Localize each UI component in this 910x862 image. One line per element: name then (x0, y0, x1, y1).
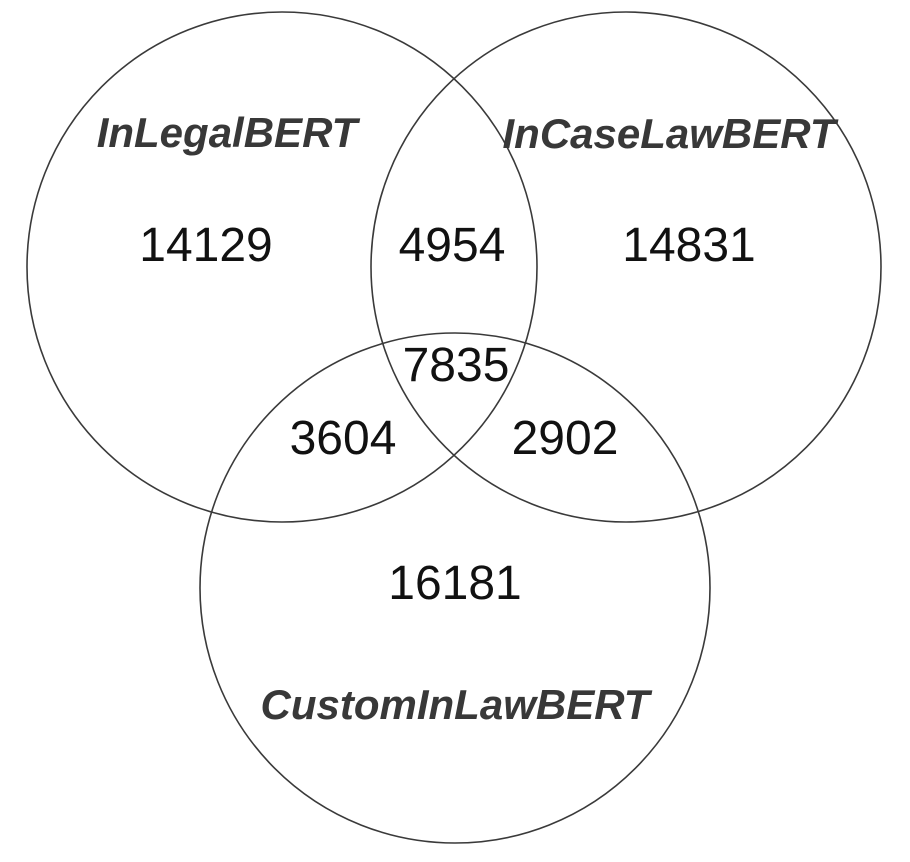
set-label-inlegalbert: InLegalBERT (97, 109, 361, 156)
circle-incaselawbert (370, 11, 882, 523)
set-label-custominlawbert: CustomInLawBERT (261, 681, 653, 728)
set-label-incaselawbert: InCaseLawBERT (503, 110, 839, 157)
count-incaselaw-custom-overlap: 2902 (512, 412, 619, 465)
circle-inlegalbert (26, 11, 538, 523)
circle-custominlawbert (199, 332, 711, 844)
count-all-three-overlap: 7835 (403, 339, 510, 392)
count-inlegalbert-only: 14129 (139, 219, 272, 272)
count-incaselawbert-only: 14831 (622, 219, 755, 272)
count-inlegal-incaselaw-overlap: 4954 (399, 219, 506, 272)
count-inlegal-custom-overlap: 3604 (290, 412, 397, 465)
count-custominlawbert-only: 16181 (388, 557, 521, 610)
